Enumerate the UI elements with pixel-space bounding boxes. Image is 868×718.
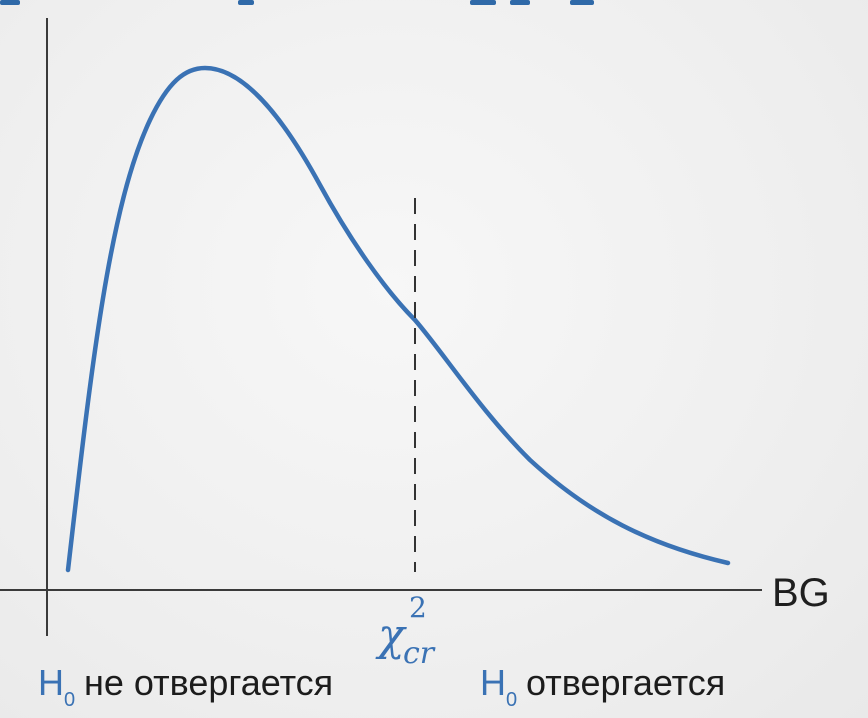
left-hypothesis-subscript: 0 <box>64 689 75 711</box>
left-region-text: не отвергается <box>84 662 333 703</box>
left-hypothesis-h: H <box>38 662 64 703</box>
critical-value-label: χ 2 cr <box>375 591 436 671</box>
x-axis-label: BG <box>772 571 830 615</box>
critical-subscript: cr <box>403 636 436 671</box>
chi-square-density-curve <box>65 65 731 573</box>
right-region-text: отвергается <box>526 662 725 703</box>
right-hypothesis-h: H <box>480 662 506 703</box>
right-hypothesis-subscript: 0 <box>506 689 517 711</box>
region-label-reject: H 0 отвергается <box>480 662 725 711</box>
cropped-title-fragments <box>0 0 594 5</box>
critical-chi-symbol: χ <box>375 610 407 661</box>
critical-superscript: 2 <box>409 591 427 624</box>
region-label-accept: H 0 не отвергается <box>38 662 333 711</box>
